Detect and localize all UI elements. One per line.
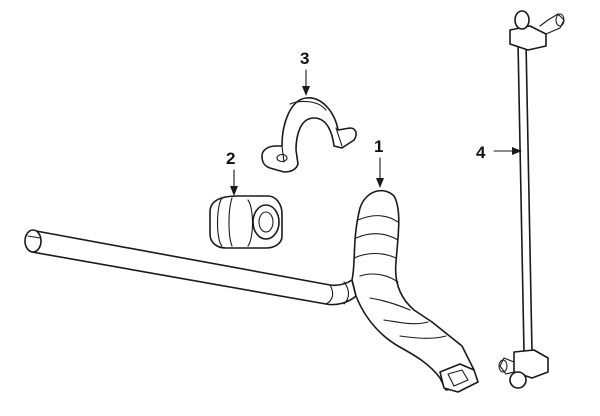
callout-label-3: 3 [300, 49, 309, 68]
stabilizer-bar-left-end [24, 229, 42, 253]
stabilizer-bar-end-link-mount [439, 363, 479, 393]
stabilizer-bar-bend [351, 189, 475, 391]
callout-label-1: 1 [374, 137, 383, 156]
bushing-bore [252, 204, 280, 240]
callout-1: 1 [374, 137, 384, 188]
bracket-body [261, 97, 357, 173]
callout-label-2: 2 [226, 149, 235, 168]
stabilizer-link[interactable] [498, 10, 565, 389]
callout-label-4: 4 [476, 143, 486, 162]
callout-2: 2 [226, 149, 238, 196]
link-rod [517, 41, 533, 353]
callout-3: 3 [300, 49, 310, 96]
stabilizer-bar-bushing[interactable] [209, 195, 283, 249]
stabilizer-bar[interactable] [24, 189, 479, 393]
stabilizer-bar-straight-section [31, 230, 357, 306]
link-upper-ball-joint [509, 25, 547, 51]
callout-4: 4 [476, 143, 522, 162]
stabilizer-bar-bushing-bracket[interactable] [261, 97, 357, 173]
bracket-mount-hole [276, 153, 288, 163]
